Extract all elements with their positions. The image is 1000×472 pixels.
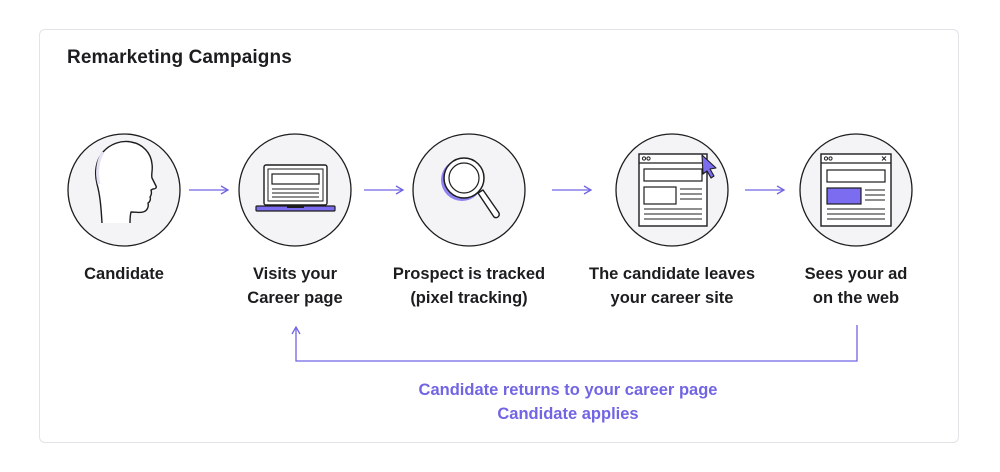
return-loop-line2: Candidate applies [497,405,639,423]
return-loop-arrow [291,325,858,362]
return-loop-caption: Candidate returns to your career page Ca… [300,378,836,426]
page-title: Remarketing Campaigns [67,47,292,68]
step-prospect-tracked [412,133,526,247]
step-visits-career-page [238,133,352,247]
step-candidate [67,133,181,247]
browser-window-cursor-icon [638,153,717,227]
return-loop-line1: Candidate returns to your career page [418,381,718,399]
step-candidate-leaves [615,133,729,247]
head-silhouette-icon [94,140,157,224]
magnifier-icon [441,157,500,219]
step-label-candidate: Candidate [84,265,164,283]
step-label-tracked: Prospect is tracked(pixel tracking) [392,265,546,307]
cursor-icon [701,154,717,179]
laptop-icon [255,164,336,212]
browser-window-ad-icon [820,153,892,227]
step-sees-ad [799,133,913,247]
ad-block [826,187,862,205]
